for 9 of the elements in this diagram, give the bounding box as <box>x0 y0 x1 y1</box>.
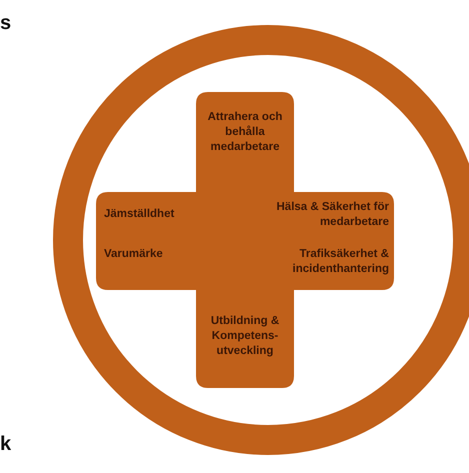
topic-label: Attrahera och behålla medarbetare <box>206 110 284 155</box>
topic-label: Utbildning & Kompetens-utveckling <box>210 314 280 359</box>
topic-label: Jämställdhet <box>104 207 176 222</box>
text-fragment: k <box>0 433 12 456</box>
topic-label: Varumärke <box>104 247 164 262</box>
topic-label: Hälsa & Säkerhet för medarbetare <box>276 200 389 230</box>
text-fragment: s <box>0 12 12 35</box>
topic-label: Trafiksäkerhet & incidenthantering <box>292 247 389 277</box>
cross-shape <box>96 92 394 388</box>
